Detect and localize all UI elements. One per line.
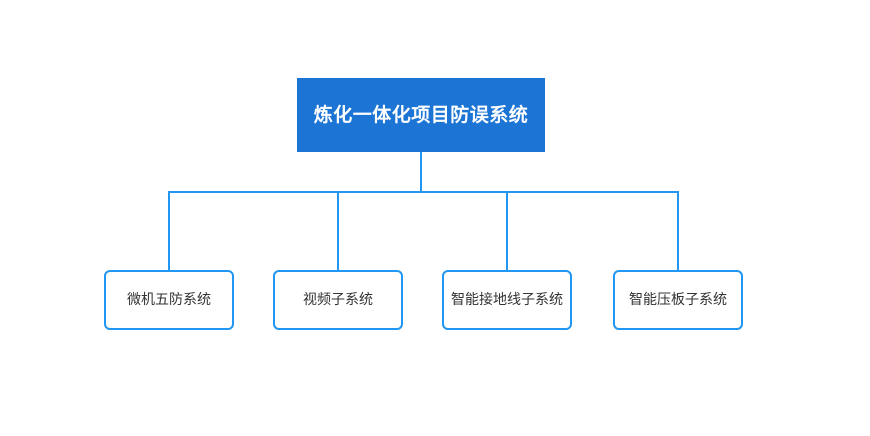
root-node[interactable]: 炼化一体化项目防误系统 [297, 78, 545, 152]
root-node-label: 炼化一体化项目防误系统 [313, 103, 529, 126]
child-node-4[interactable]: 智能压板子系统 [613, 270, 743, 330]
child-node-1[interactable]: 微机五防系统 [104, 270, 234, 330]
child-node-3-label: 智能接地线子系统 [451, 291, 563, 308]
child-node-4-label: 智能压板子系统 [629, 291, 727, 308]
child-node-1-label: 微机五防系统 [127, 291, 211, 308]
child-node-3[interactable]: 智能接地线子系统 [442, 270, 572, 330]
child-node-2-label: 视频子系统 [303, 291, 373, 308]
child-node-2[interactable]: 视频子系统 [273, 270, 403, 330]
